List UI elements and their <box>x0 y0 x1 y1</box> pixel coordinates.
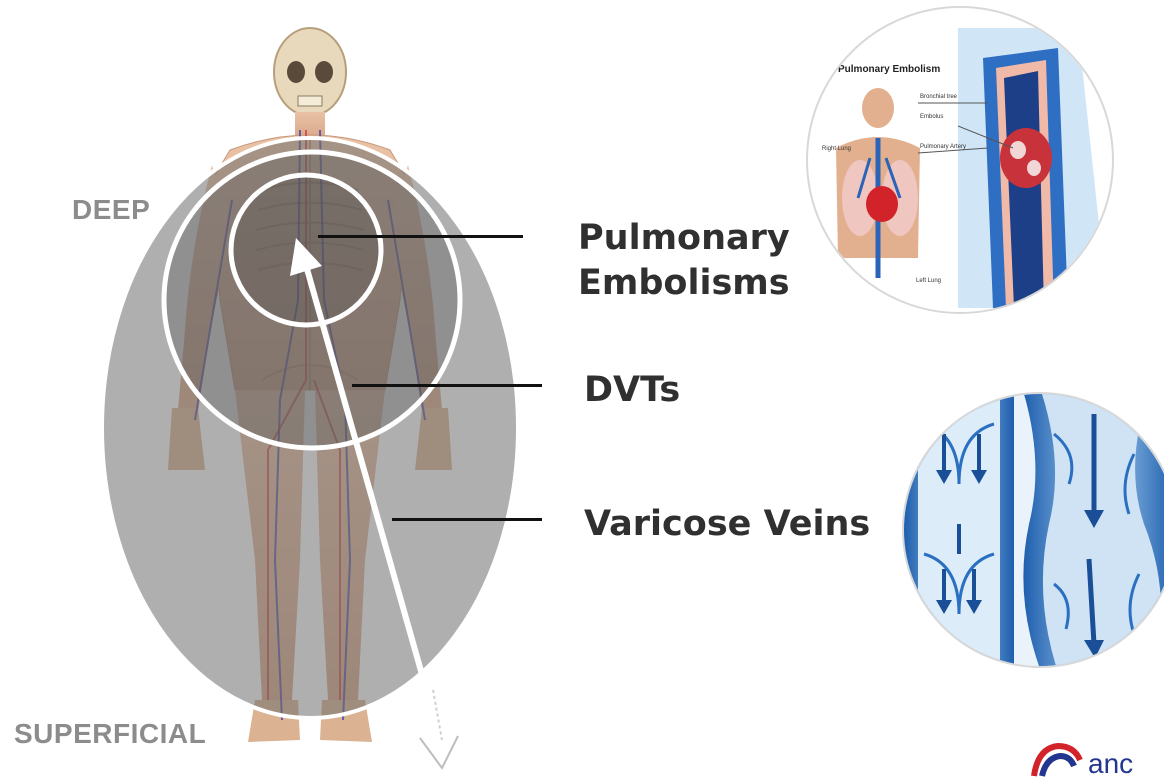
vein-valve-inset <box>902 392 1164 668</box>
pe-inset-label-embolus: Embolus <box>920 114 943 120</box>
deep-label: DEEP <box>72 194 150 226</box>
superficial-label: SUPERFICIAL <box>14 718 206 750</box>
pe-term-line2: Embolisms <box>578 261 790 306</box>
pe-term: Pulmonary Embolisms <box>578 216 790 306</box>
brand-logo: anc <box>1028 740 1164 780</box>
vein-valve-art <box>904 394 1164 666</box>
depth-rings <box>102 138 518 718</box>
pe-inset-label-bronchial: Bronchial tree <box>920 94 957 100</box>
dvt-leader-line <box>352 384 542 387</box>
pe-inset-label-left-lung: Left Lung <box>916 278 941 284</box>
pe-inset-label-right-lung: Right Lung <box>822 146 851 152</box>
pe-inset-art <box>808 8 1112 312</box>
varicose-term: Varicose Veins <box>584 502 870 547</box>
brand-logo-text: anc <box>1088 748 1133 780</box>
pe-inset-title: Pulmonary Embolism <box>838 64 940 75</box>
pe-inset-label-artery: Pulmonary Artery <box>920 144 966 150</box>
pulmonary-embolism-inset: Pulmonary Embolism Bronchial tree Embolu… <box>806 6 1114 314</box>
pe-leader-line <box>318 235 523 238</box>
dvt-term: DVTs <box>584 368 680 413</box>
pe-term-line1: Pulmonary <box>578 216 790 261</box>
varicose-leader-line <box>392 518 542 521</box>
brand-logo-icon <box>1028 740 1088 780</box>
